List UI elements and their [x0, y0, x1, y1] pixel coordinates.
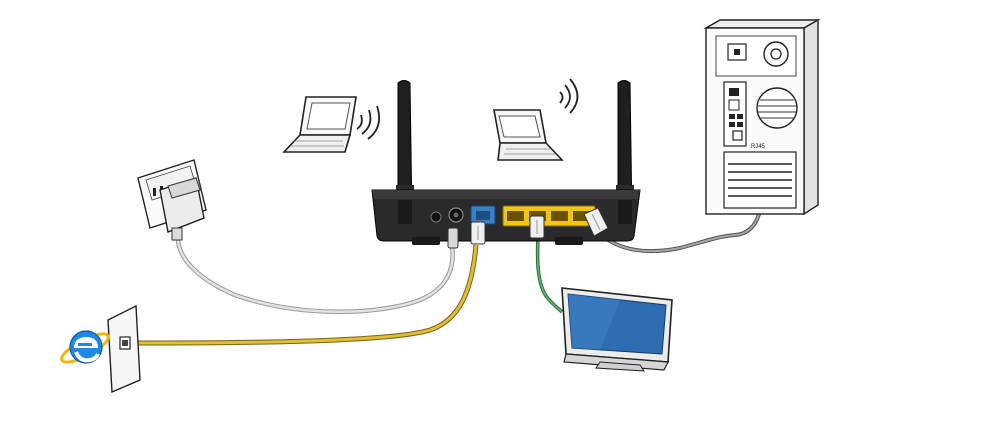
laptop-icon [282, 96, 357, 153]
desktop-pc-icon: RJ45 [703, 18, 821, 216]
tv-plug [529, 215, 545, 239]
pc-plug [583, 207, 609, 237]
dsl-plug [470, 221, 486, 245]
wifi-signal-icon [356, 105, 380, 140]
tv-monitor-icon [561, 287, 673, 372]
pc-port-label: RJ45 [751, 144, 766, 150]
dsl-cable [129, 244, 479, 346]
power-adapter-icon [159, 177, 205, 241]
internet-explorer-icon [60, 330, 110, 364]
tv-cable [535, 235, 564, 314]
power-cable [175, 231, 455, 314]
wifi-signal-icon [559, 78, 579, 114]
router-icon [371, 80, 641, 245]
power-plug [447, 227, 459, 249]
phone-jack-icon [107, 304, 141, 394]
laptop-icon [493, 109, 564, 161]
